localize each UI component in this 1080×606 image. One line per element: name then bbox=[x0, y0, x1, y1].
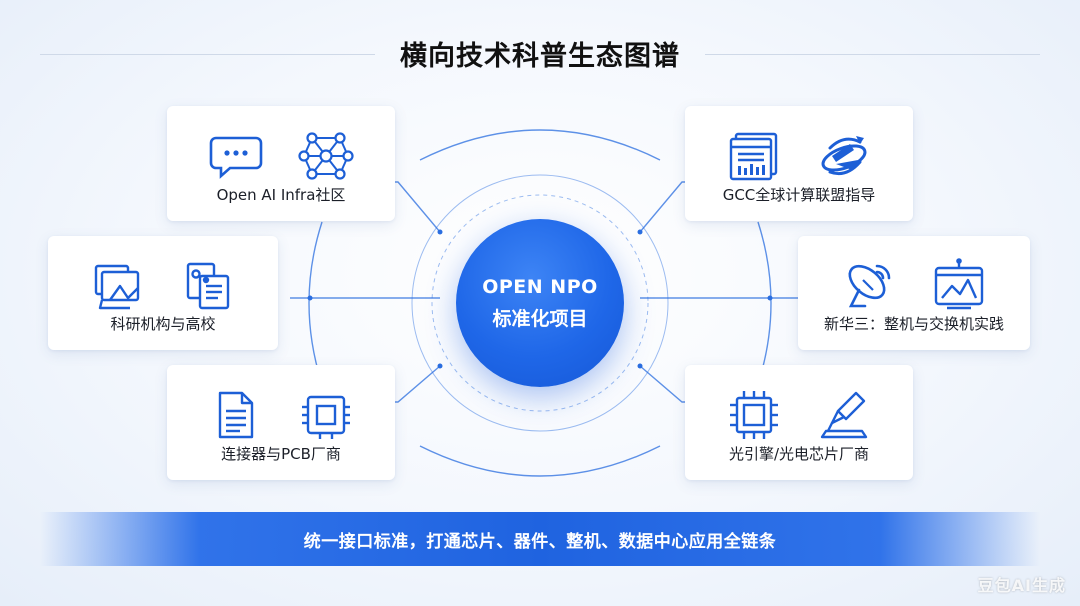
node-label: 光引擎/光电芯片厂商 bbox=[728, 445, 870, 463]
chat-bubble-icon bbox=[209, 136, 263, 179]
bottom-banner: 统一接口标准，打通芯片、器件、整机、数据中心应用全链条 bbox=[40, 512, 1040, 566]
connector-dot bbox=[307, 295, 313, 301]
title-bar: 横向技术科普生态图谱 bbox=[0, 34, 1080, 74]
document-icon bbox=[218, 391, 254, 439]
title-divider-right bbox=[705, 54, 1040, 55]
documents-icon bbox=[94, 264, 140, 310]
connector-dot bbox=[637, 229, 643, 235]
node-label: 新华三：整机与交换机实践 bbox=[823, 315, 1004, 333]
hub-title: OPEN NPO bbox=[482, 275, 598, 298]
node-card-h3c: 新华三：整机与交换机实践 bbox=[798, 236, 1030, 350]
node-card-gcc: GCC全球计算联盟指导 bbox=[685, 106, 913, 221]
fiber-pen-icon bbox=[820, 391, 868, 439]
dashboard-chart-icon bbox=[729, 132, 778, 181]
research-paper-icon bbox=[186, 262, 230, 310]
title-divider-left bbox=[40, 54, 375, 55]
connector-dot bbox=[437, 363, 443, 369]
connector-right-top bbox=[639, 181, 685, 233]
orbit-arc-top bbox=[419, 129, 661, 161]
page-title: 横向技术科普生态图谱 bbox=[400, 41, 680, 72]
orbit-arc-right bbox=[757, 221, 772, 385]
orbit-arc-left bbox=[308, 221, 323, 385]
node-label: Open AI Infra社区 bbox=[216, 186, 346, 204]
node-label: GCC全球计算联盟指导 bbox=[722, 186, 876, 204]
processor-icon bbox=[730, 391, 778, 439]
watermark: 豆包AI生成 bbox=[977, 576, 1066, 595]
monitor-chart-icon bbox=[934, 258, 984, 310]
hub-subtitle: 标准化项目 bbox=[492, 307, 588, 330]
neural-network-icon bbox=[298, 132, 354, 180]
hub-ring-outer bbox=[411, 174, 669, 432]
node-label: 科研机构与高校 bbox=[110, 315, 216, 333]
connector-left-top bbox=[395, 181, 441, 233]
globe-network-icon bbox=[821, 136, 867, 176]
connector-right-bottom bbox=[639, 365, 685, 403]
node-card-optical: 光引擎/光电芯片厂商 bbox=[685, 365, 913, 480]
node-label: 连接器与PCB厂商 bbox=[221, 445, 341, 463]
chip-icon bbox=[302, 395, 350, 439]
satellite-dish-icon bbox=[848, 264, 891, 308]
node-card-open-ai-infra: Open AI Infra社区 bbox=[167, 106, 395, 221]
orbit-arc-bottom bbox=[419, 445, 661, 477]
connector-dot bbox=[437, 229, 443, 235]
node-card-connector-pcb: 连接器与PCB厂商 bbox=[167, 365, 395, 480]
connector-dot bbox=[767, 295, 773, 301]
connector-dot bbox=[637, 363, 643, 369]
central-hub: OPEN NPO 标准化项目 bbox=[456, 219, 624, 387]
connector-left-bottom bbox=[395, 365, 441, 403]
hub-ring-dashed bbox=[431, 194, 649, 412]
node-card-research: 科研机构与高校 bbox=[48, 236, 278, 350]
